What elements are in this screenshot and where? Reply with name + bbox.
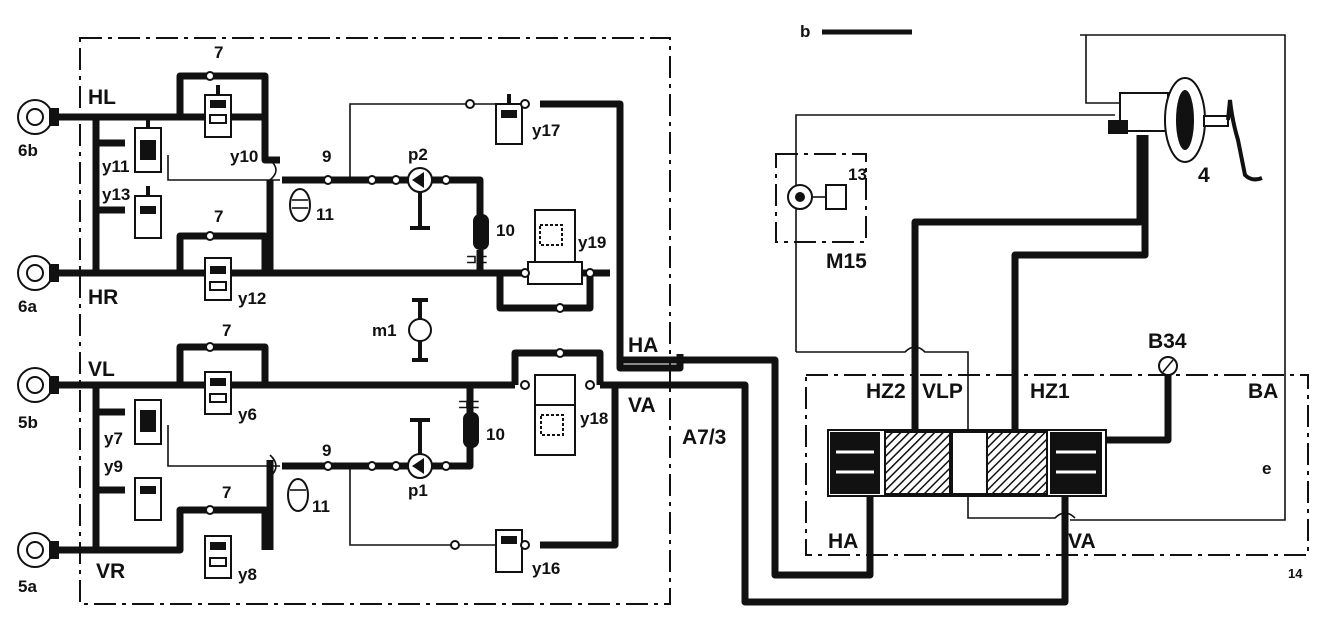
label-vlp: VLP	[922, 380, 963, 403]
master-cylinder-boundary	[805, 374, 1309, 556]
label-7-c: 7	[222, 321, 231, 340]
label-7-a: 7	[214, 43, 223, 62]
label-5b: 5b	[18, 413, 38, 432]
label-y18: y18	[580, 409, 608, 428]
pump-motor-m1	[408, 298, 432, 362]
wheel-brake-5b	[17, 367, 59, 403]
accumulator-11-bottom	[287, 478, 309, 512]
valve-y11	[134, 118, 162, 173]
return-lines	[167, 103, 500, 546]
valve-y8	[204, 535, 232, 579]
label-y10: y10	[230, 147, 258, 166]
label-10-b: 10	[486, 425, 505, 444]
label-10-a: 10	[496, 221, 515, 240]
label-y11: y11	[102, 157, 129, 176]
hydraulic-unit-boundary	[79, 37, 671, 605]
label-6b: 6b	[18, 141, 38, 160]
label-13: 13	[848, 165, 867, 184]
label-14: 14	[1288, 566, 1303, 581]
label-y17: y17	[532, 121, 560, 140]
label-y8: y8	[238, 565, 257, 584]
pressure-sensor-b34	[1158, 356, 1178, 376]
valve-y16	[495, 529, 523, 573]
label-hz2: HZ2	[866, 380, 906, 403]
svg-text:⊐⊏: ⊐⊏	[466, 251, 488, 266]
valve-y7	[134, 399, 162, 445]
damper-10-bottom: ⊐⊏	[458, 396, 480, 448]
front-circuit-lines	[58, 343, 700, 554]
label-11-b: 11	[312, 497, 330, 516]
label-4: 4	[1198, 164, 1210, 187]
label-ha-mc: HA	[828, 530, 858, 553]
label-ba: BA	[1248, 380, 1278, 403]
label-p1: p1	[408, 481, 428, 500]
valve-y6	[204, 371, 232, 415]
valve-y12	[204, 257, 232, 301]
label-11-a: 11	[316, 205, 334, 224]
svg-text:⊐⊏: ⊐⊏	[458, 396, 480, 411]
label-y19: y19	[578, 233, 606, 252]
valve-y17	[495, 94, 523, 145]
label-7-d: 7	[222, 483, 231, 502]
label-vl: VL	[88, 358, 115, 381]
wheel-brake-5a	[17, 532, 59, 568]
master-cylinder-lines	[620, 135, 1172, 606]
valve-y10	[204, 85, 232, 138]
label-9-a: 9	[322, 147, 331, 166]
label-m1: m1	[372, 321, 397, 340]
label-y6: y6	[238, 405, 257, 424]
label-y13: y13	[102, 185, 130, 204]
accumulator-11-top	[289, 188, 311, 222]
motor-m15	[787, 184, 847, 210]
label-y9: y9	[104, 457, 123, 476]
valve-y19	[527, 209, 583, 285]
label-6a: 6a	[18, 297, 37, 316]
label-hr: HR	[88, 286, 118, 309]
labels: b HL HR VL VR 6b 6a 5b 5a 7 7 7 7 y10 y1…	[18, 22, 1303, 596]
pump-motor-lines	[795, 34, 1286, 521]
label-y7: y7	[104, 429, 123, 448]
label-e: e	[1262, 459, 1271, 478]
label-va-mc: VA	[1068, 530, 1096, 553]
master-cylinder	[827, 429, 1107, 497]
label-m15: M15	[826, 250, 867, 273]
label-vr: VR	[96, 560, 125, 583]
m15-boundary	[775, 153, 867, 243]
label-va: VA	[628, 394, 656, 417]
label-9-b: 9	[322, 441, 331, 460]
label-a73: A7/3	[682, 426, 726, 449]
label-y12: y12	[238, 289, 266, 308]
label-b: b	[800, 22, 810, 41]
label-hz1: HZ1	[1030, 380, 1070, 403]
valve-y9	[134, 477, 162, 521]
label-ha: HA	[628, 334, 658, 357]
label-b34: B34	[1148, 330, 1187, 353]
damper-10-top: ⊐⊏	[466, 214, 489, 266]
label-hl: HL	[88, 86, 116, 109]
label-5a: 5a	[18, 577, 37, 596]
wheel-brake-6b	[17, 99, 59, 135]
pump-p1	[407, 418, 433, 479]
valve-y13	[134, 186, 162, 239]
label-y16: y16	[532, 559, 560, 578]
wheel-brake-6a	[17, 255, 59, 291]
label-7-b: 7	[214, 207, 223, 226]
brake-booster	[1108, 77, 1263, 182]
valve-y18	[534, 374, 576, 456]
check-valves	[205, 71, 595, 550]
label-p2: p2	[408, 145, 428, 164]
pump-p2	[407, 167, 433, 230]
